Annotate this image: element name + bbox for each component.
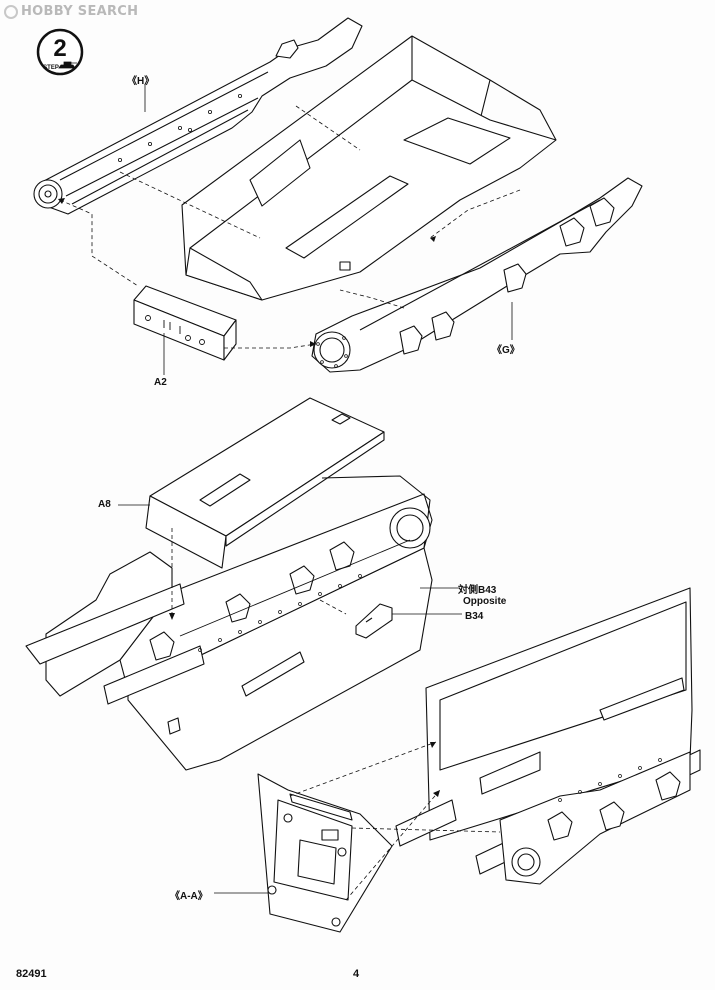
kit-number: 82491 [16,968,47,980]
label-part-g: 《G》 [492,345,520,356]
assembly-guides-bottom [289,741,501,901]
part-g-side-rail [311,177,643,373]
label-opposite-cn: 対側B43 [458,585,497,596]
label-opposite-en: Opposite [463,596,507,607]
hobby-search-watermark: HOBBY SEARCH [4,4,138,19]
lower-hull-body [25,475,433,771]
step-badge: 2 STEP [36,28,84,76]
watermark-logo-icon [4,4,18,19]
guide-arrowheads-mid [169,613,175,620]
label-part-aa: 《A-A》 [170,891,208,902]
leaders-mid [118,504,462,615]
step-word: STEP [43,65,59,71]
guide-arrowheads-top [58,198,436,347]
part-b34-bracket [355,603,393,639]
upper-hull-tub [181,35,557,301]
part-a2-front-plate [133,285,237,361]
step-number: 2 [53,35,66,62]
assembly-guides-top [59,105,521,349]
part-h-side-rail [33,17,363,215]
label-part-a8: A8 [98,499,111,510]
tank-icon [58,61,77,69]
guide-arrowheads-bottom [430,742,440,797]
part-aa-rear-plate [257,773,393,933]
watermark-text: HOBBY SEARCH [21,4,139,19]
part-a8-deck-plate [145,397,385,569]
label-part-h: 《H》 [127,76,155,87]
assembled-hull-bottom-right [395,587,701,885]
leaders-top [144,84,513,375]
page-number: 4 [353,968,360,980]
label-part-a2: A2 [154,377,167,388]
assembly-guides-mid [171,528,347,615]
label-part-b34: B34 [465,611,484,622]
